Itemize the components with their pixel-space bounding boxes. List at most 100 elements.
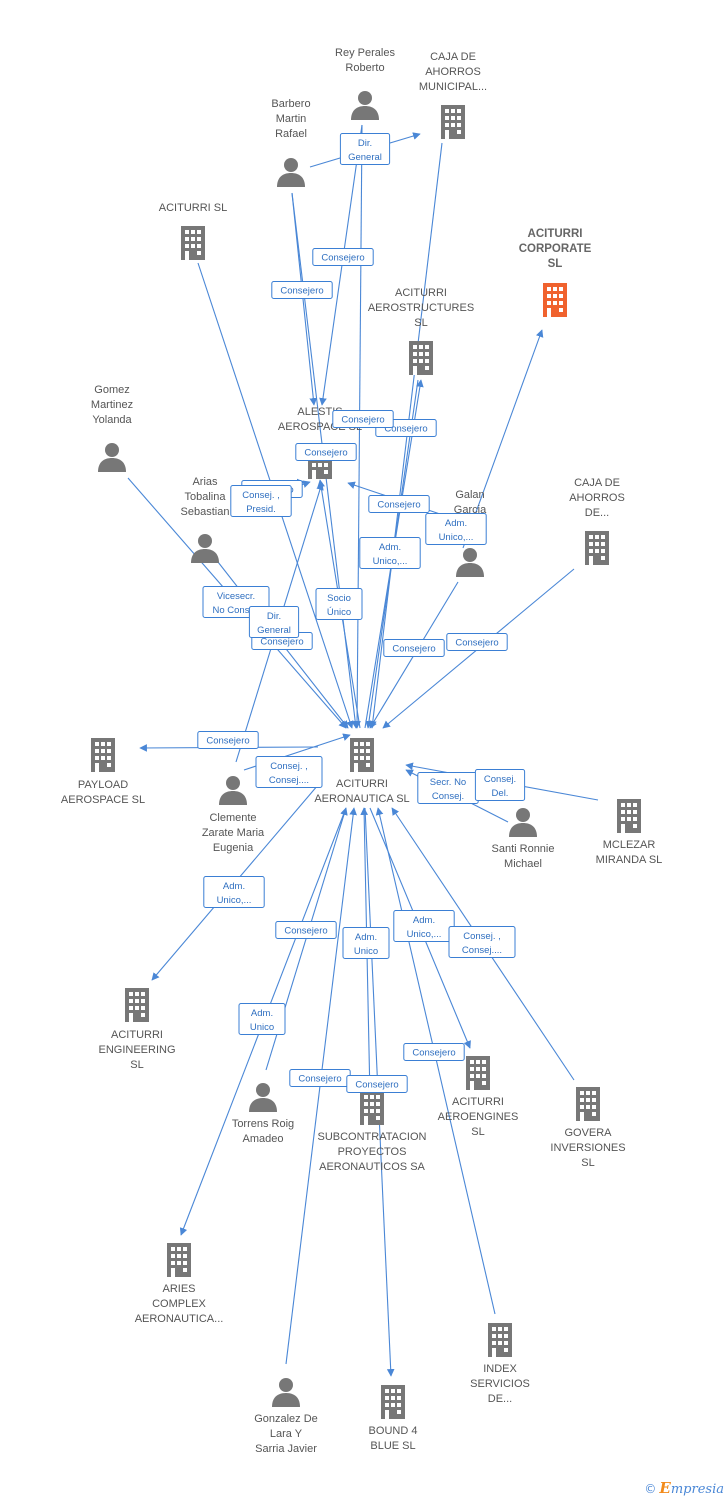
edge-label-e9[interactable]: Consejero <box>368 495 430 513</box>
edge-label-text: Consejero <box>377 500 420 511</box>
edge-label-e3[interactable]: Consejero <box>271 281 333 299</box>
building-icon <box>381 1385 405 1419</box>
node-label-line: Lara Y <box>270 1428 303 1440</box>
edge-label-text: Consej. <box>432 791 464 802</box>
edge-label-box <box>275 921 337 939</box>
node-label-line: AERONAUTICA... <box>135 1313 224 1325</box>
node-label-line: ALESTIS <box>297 406 342 418</box>
edge-label-e28[interactable]: Consej. ,Consej.... <box>448 926 516 958</box>
empresia-footer[interactable]: ©Empresia <box>644 1479 724 1497</box>
company-node-n21[interactable]: ARIESCOMPLEXAERONAUTICA... <box>135 1243 224 1325</box>
edge-label-text: Consej.... <box>269 775 309 786</box>
edge-label-e5[interactable]: Consejero <box>332 410 394 428</box>
node-label-line: CAJA DE <box>574 477 620 489</box>
node-label-line: ACITURRI <box>395 287 447 299</box>
edge-label-e8[interactable]: Consej. ,Presid. <box>230 485 292 517</box>
node-label-line: MCLEZAR <box>603 839 656 851</box>
edge-line-e10 <box>462 329 544 549</box>
node-label-line: AEROSPACE SL <box>61 794 145 806</box>
edge-label-box <box>383 639 445 657</box>
edge-label-box <box>339 133 391 165</box>
company-node-n11[interactable]: CAJA DE AHORROS DE... <box>569 477 625 565</box>
edge-label-e32[interactable]: Consejero <box>403 1043 465 1061</box>
person-icon <box>191 534 219 563</box>
edge-label-e26[interactable]: Adm.Unico <box>342 927 390 959</box>
node-label-line: Zarate Maria <box>202 827 265 839</box>
building-icon <box>543 283 567 317</box>
edge-label-text: Consejero <box>206 736 249 747</box>
edge-label-e21[interactable]: Consej. , Consej.... <box>255 756 323 788</box>
edge-label-text: Adm. <box>445 518 467 529</box>
node-label-line: SL <box>548 258 563 270</box>
company-node-n5[interactable]: ACITURRI SL <box>159 202 227 260</box>
edge-label-e7[interactable]: Consejero <box>295 443 357 461</box>
edge-label-e1[interactable]: Dir.General <box>339 133 391 165</box>
edge-label-e10[interactable]: Adm.Unico,... <box>425 513 487 545</box>
node-label-line: AEROSTRUCTURES <box>368 302 474 314</box>
edge-label-text: Unico,... <box>373 556 408 567</box>
edge-label-box <box>255 756 323 788</box>
node-label-line: Tobalina <box>185 491 227 503</box>
edge-label-e16[interactable]: Consejero <box>383 639 445 657</box>
company-node-n3[interactable]: CAJA DEAHORROSMUNICIPAL... <box>419 51 487 139</box>
edge-label-e27[interactable]: Adm.Unico,... <box>393 910 455 942</box>
node-label-line: AHORROS <box>569 492 625 504</box>
edge-label-text: Consejero <box>355 1080 398 1091</box>
node-label-line: SL <box>471 1126 484 1138</box>
edge-label-e25[interactable]: Consejero <box>275 921 337 939</box>
node-label-line: Barbero <box>271 98 310 110</box>
node-label-line: Sebastian <box>181 506 230 518</box>
edge-label-text: Consejero <box>455 638 498 649</box>
building-icon <box>488 1323 512 1357</box>
edge-label-text: Consejero <box>280 286 323 297</box>
person-icon <box>249 1083 277 1112</box>
edge-label-e30[interactable]: Consejero <box>289 1069 351 1087</box>
edge-label-e2[interactable]: Consejero <box>312 248 374 266</box>
edge-label-box <box>446 633 508 651</box>
building-icon <box>167 1243 191 1277</box>
edge-label-e11[interactable]: Adm.Unico,... <box>359 537 421 569</box>
node-label-line: Michael <box>504 858 542 870</box>
node-label-line: Clemente <box>209 812 256 824</box>
edge-label-e31[interactable]: Consejero <box>346 1075 408 1093</box>
edge-label-e20[interactable]: Consejero <box>197 731 259 749</box>
edge-label-text: Consejero <box>384 424 427 435</box>
edge-label-e15[interactable]: Dir.General <box>248 606 300 638</box>
edge-label-e23[interactable]: Consej.Del. <box>474 769 526 801</box>
edge-label-box <box>315 588 363 620</box>
person-icon <box>277 158 305 187</box>
node-label-line: Rey Perales <box>335 47 395 59</box>
node-label-line: DE... <box>585 507 609 519</box>
node-label-line: AERONAUTICOS SA <box>319 1161 425 1173</box>
building-icon <box>181 226 205 260</box>
edge-label-text: Consej. , <box>270 761 308 772</box>
edge-label-e29[interactable]: Adm.Unico <box>238 1003 286 1035</box>
person-icon <box>456 548 484 577</box>
building-icon <box>576 1087 600 1121</box>
edge-label-e17[interactable]: Consejero <box>446 633 508 651</box>
edge-label-e24[interactable]: Adm.Unico,... <box>203 876 265 908</box>
person-icon <box>219 776 247 805</box>
company-node-n22[interactable]: INDEXSERVICIOSDE... <box>470 1323 530 1405</box>
